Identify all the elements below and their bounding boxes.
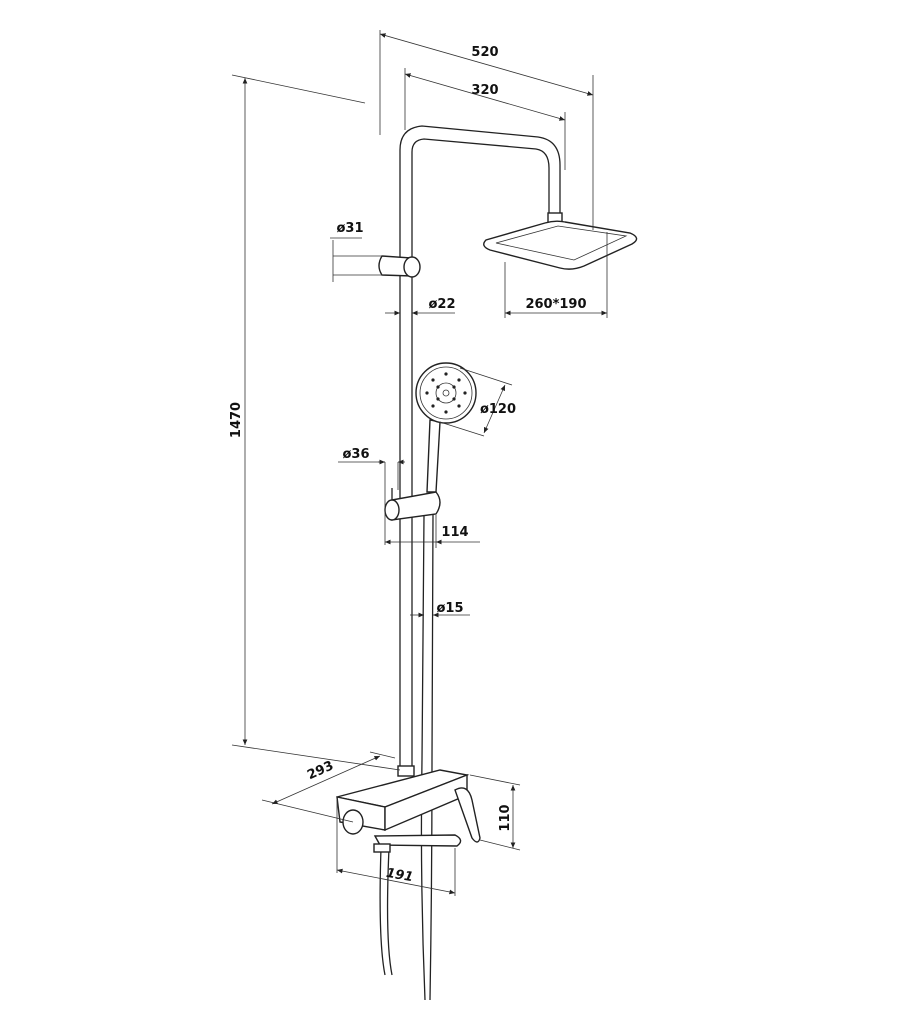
- dim-mixer-height: 110: [498, 804, 513, 831]
- dim-arm-length: 320: [471, 83, 498, 98]
- dim-mixer-depth: 293: [305, 758, 336, 783]
- slider: [384, 488, 441, 521]
- dim-slider-diameter: ø36: [342, 447, 369, 462]
- bath-mixer: [336, 765, 481, 853]
- rain-shower-head: [483, 212, 638, 270]
- dim-rail-diameter: ø22: [428, 297, 455, 312]
- dim-hose-diameter: ø15: [436, 601, 463, 616]
- dim-spout-length: 191: [385, 866, 414, 885]
- dim-total-width: 520: [471, 45, 498, 60]
- hose: [379, 514, 434, 1001]
- arm-holder: [378, 255, 421, 278]
- dim-holder-diameter: ø31: [336, 221, 363, 236]
- dim-hand-shower-diameter: ø120: [480, 402, 516, 417]
- dim-total-height: 1470: [229, 402, 244, 438]
- dim-slider-depth: 114: [441, 525, 468, 540]
- dimension-lines: [231, 30, 608, 896]
- hand-shower: [415, 362, 477, 493]
- dim-head-size: 260*190: [525, 297, 586, 312]
- shower-rail: [399, 125, 561, 775]
